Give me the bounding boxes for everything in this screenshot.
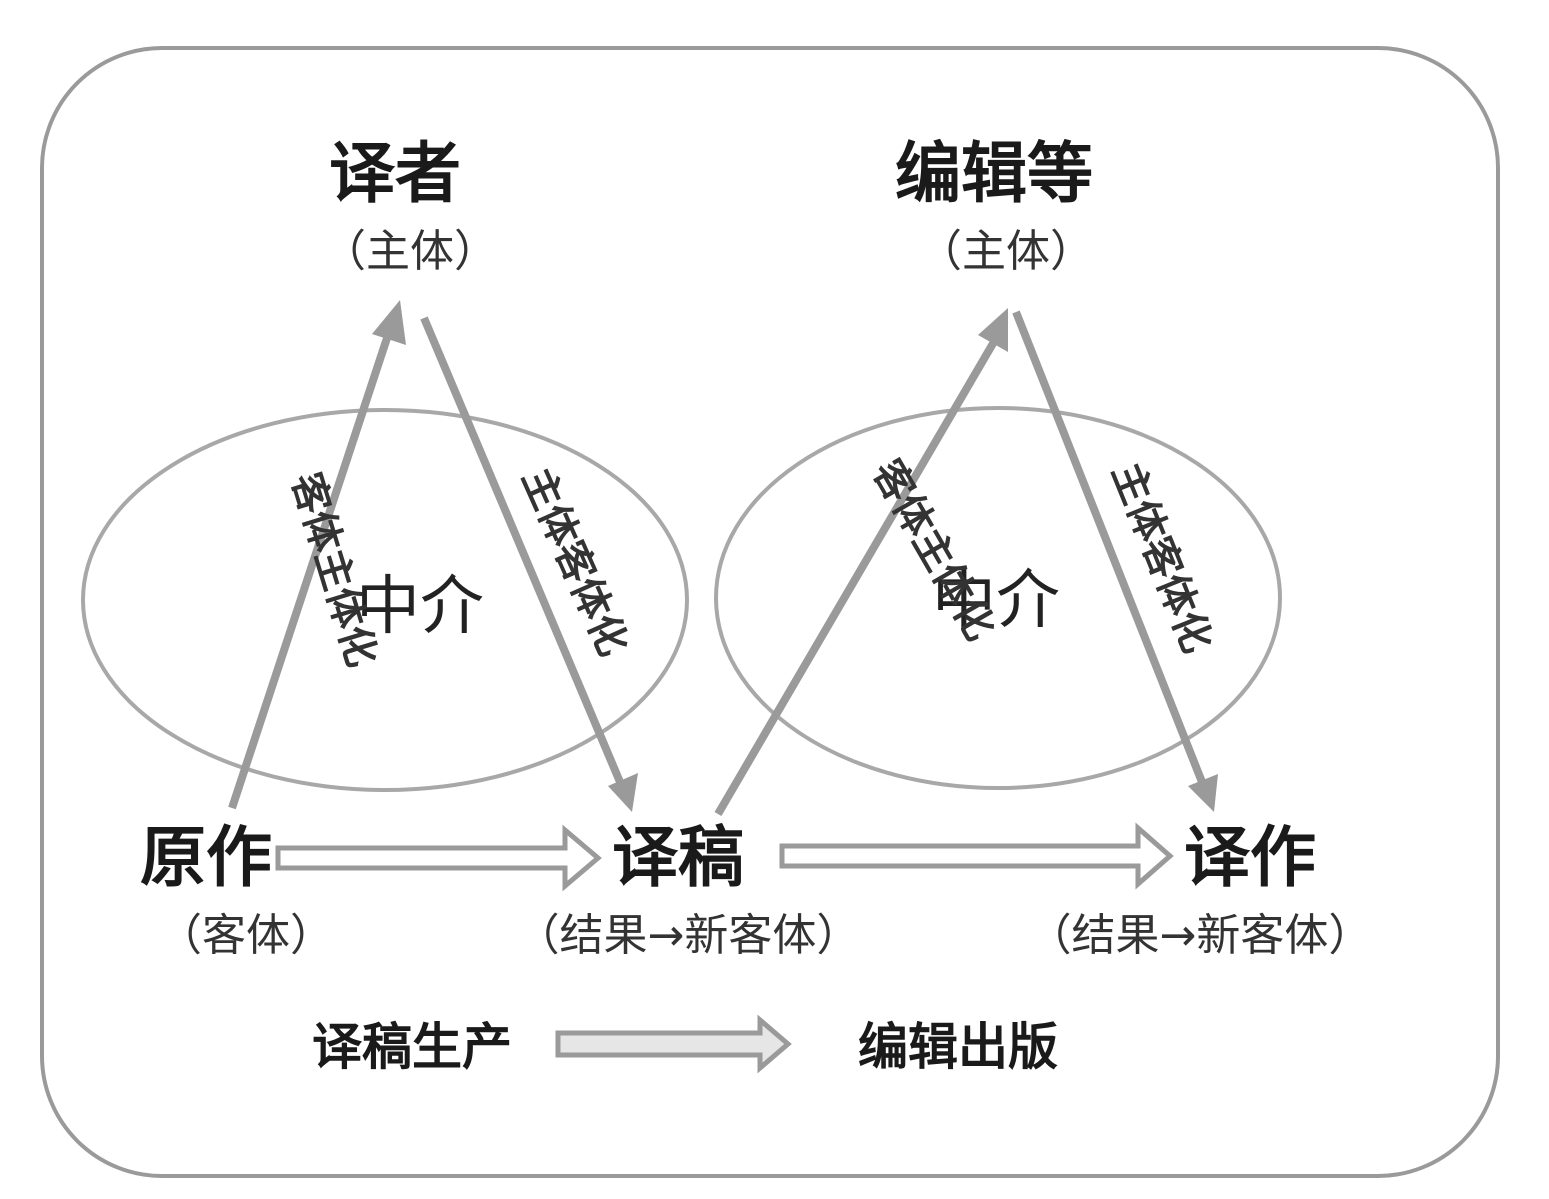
- hollow-arrow-original-to-draft: [275, 824, 602, 892]
- arrow-draft-to-editors: [714, 308, 1008, 817]
- node-translation-title: 译作: [1184, 819, 1316, 896]
- node-translation-role: （结果→新客体）: [1028, 910, 1373, 961]
- node-translator-title: 译者: [329, 135, 461, 212]
- node-original-title: 原作: [140, 819, 272, 896]
- process-start-label: 译稿生产: [312, 1018, 512, 1076]
- process-end-label: 编辑出版: [858, 1018, 1058, 1076]
- node-editors-title: 编辑等: [895, 135, 1093, 212]
- mediation-ellipse-left: [81, 408, 689, 792]
- node-original-role: （客体）: [158, 910, 334, 961]
- arrow-translator-to-draft: [420, 316, 638, 812]
- mediation-label-right: 中介: [932, 564, 1060, 638]
- arrow-label-right-down: 主体客体化: [1103, 457, 1221, 660]
- arrow-original-to-translator: [228, 300, 406, 810]
- hollow-arrow-draft-to-translation: [779, 822, 1174, 890]
- diagram-frame: [40, 46, 1500, 1178]
- node-translator-role: （主体）: [322, 226, 498, 277]
- node-editors-role: （主体）: [918, 226, 1094, 277]
- mediation-ellipse-right: [714, 406, 1282, 790]
- process-arrow: [555, 1014, 792, 1074]
- mediation-label-left: 中介: [356, 570, 484, 644]
- node-draft-title: 译稿: [612, 819, 744, 896]
- node-draft-role: （结果→新客体）: [516, 910, 861, 961]
- arrow-editors-to-translation: [1012, 310, 1218, 812]
